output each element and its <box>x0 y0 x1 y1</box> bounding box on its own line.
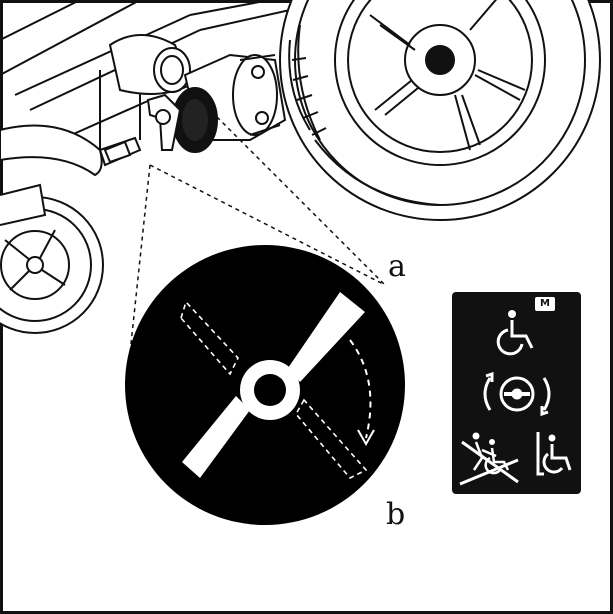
leader-lines <box>127 99 386 373</box>
no-pushing-on-slope-icon <box>459 432 519 486</box>
motor-assembly <box>108 34 287 153</box>
rotation-arrow <box>349 339 372 439</box>
release-lever-shape <box>182 292 365 478</box>
detail-inset <box>125 245 405 525</box>
pictogram-graphics <box>459 310 572 486</box>
pictogram-label: M <box>452 292 581 494</box>
rotate-lever-icon <box>483 371 551 417</box>
manual-mode-badge: M <box>535 297 555 311</box>
caster-wheel <box>0 183 104 334</box>
drive-wheel <box>279 0 601 221</box>
rotation-arrowhead <box>357 429 375 447</box>
wheelchair-manual-mode-icon <box>496 310 534 356</box>
callout-b: b <box>386 497 406 532</box>
lever-hub-center <box>254 374 286 406</box>
callout-a: a <box>388 249 406 284</box>
brake-release-lever <box>103 93 182 164</box>
wheelchair-freewheel-icon <box>536 432 572 476</box>
release-lever-positions <box>180 300 368 479</box>
